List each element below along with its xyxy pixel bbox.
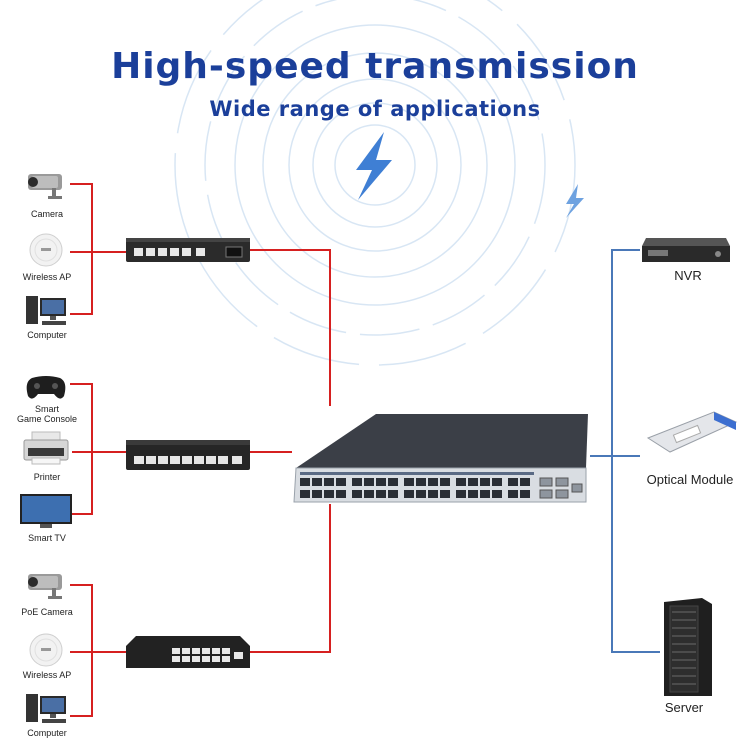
server-rack-icon (664, 598, 712, 696)
page-subtitle: Wide range of applications (209, 97, 541, 121)
device-label-poe-camera: PoE Camera (21, 607, 73, 617)
wireless-ap-icon (29, 233, 63, 267)
page-title: High-speed transmission (111, 46, 639, 87)
gamepad-icon (26, 376, 66, 399)
ripple-rings (174, 0, 576, 366)
computer-icon (26, 296, 66, 325)
device-label-server: Server (664, 700, 704, 715)
wireless-ap-icon (29, 633, 63, 667)
computer-icon (26, 694, 66, 723)
camera-icon (28, 574, 62, 599)
device-label-wireless-ap: Wireless AP (22, 272, 72, 282)
device-label-smart-tv: Smart TV (28, 533, 66, 543)
device-label-printer: Printer (33, 472, 61, 482)
link-group-2 (70, 383, 292, 515)
device-label-optical-module: Optical Module (646, 472, 734, 487)
device-label-computer: Computer (27, 330, 67, 340)
switch-icon (126, 440, 250, 470)
tv-icon (20, 494, 72, 528)
device-label-nvr: NVR (674, 268, 702, 283)
device-label-wireless-ap: Wireless AP (22, 670, 72, 680)
uplink-lines (590, 249, 660, 653)
device-label-camera: Camera (30, 209, 63, 219)
printer-icon (23, 431, 69, 465)
sfp-icon (646, 411, 738, 453)
core-switch-icon (293, 414, 588, 503)
switch-icon (126, 636, 250, 668)
device-label-game-console: Smart Game Console (16, 404, 78, 424)
camera-icon (28, 174, 62, 199)
device-label-computer: Computer (27, 728, 67, 738)
link-group-1 (70, 183, 331, 406)
switch-icon (126, 238, 250, 262)
link-group-3 (70, 504, 331, 717)
lightning-icon (356, 132, 392, 200)
nvr-icon (642, 238, 730, 262)
lightning-icon (566, 184, 584, 218)
